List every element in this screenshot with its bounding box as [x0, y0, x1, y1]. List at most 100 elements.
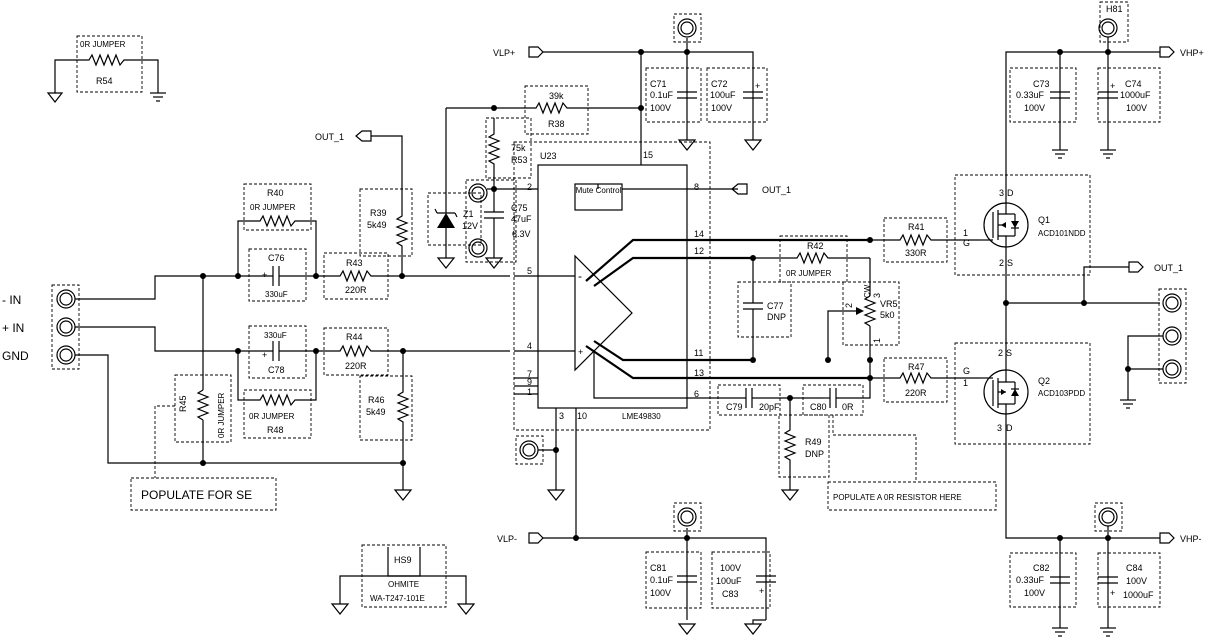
opamp-triangle — [574, 254, 633, 372]
r53-ref: R53 — [511, 155, 528, 165]
c83-ref: C83 — [722, 589, 739, 599]
c82-voltage: 100V — [1024, 588, 1045, 598]
pin-3: 3 — [559, 411, 564, 421]
r54-value: 0R JUMPER — [80, 40, 126, 49]
r40-jumper: R40 0R JUMPER — [237, 183, 317, 276]
vr5-pin-1: 1 — [872, 338, 882, 343]
pin-7: 7 — [527, 369, 532, 379]
c74-value: 1000uF — [1120, 90, 1151, 100]
out1-net-b: OUT_1 — [762, 185, 791, 195]
c71-capacitor: C71 0.1uF 100V — [645, 67, 702, 151]
hs9-make: OHMITE — [388, 580, 419, 589]
c81-voltage: 100V — [650, 588, 671, 598]
q1-pin-s: 2 — [999, 258, 1004, 268]
hs9-heatsink: HS9 OHMITE WA-T247-101E — [330, 544, 476, 615]
q2-d: D — [1006, 423, 1013, 433]
q2-s: S — [1006, 348, 1012, 358]
r54-jumper: 0R JUMPER R54 — [46, 35, 166, 103]
r47-resistor: R47 220R — [870, 357, 980, 403]
opamp-minus: - — [578, 269, 582, 283]
c83-capacitor: + 100V 100uF C83 — [711, 551, 776, 609]
out1-net-a: OUT_1 — [315, 132, 344, 142]
u23-part: LME49830 — [622, 412, 661, 421]
c77-value: DNP — [767, 312, 786, 322]
input-wiring — [75, 273, 413, 501]
vhp-minus-label: VHP- — [1180, 534, 1202, 544]
c73-ref: C73 — [1033, 79, 1050, 89]
r48-jumper: 0R JUMPER R48 — [237, 351, 317, 439]
c80-ref: C80 — [810, 402, 827, 412]
mute-control-label: Mute Control — [575, 186, 622, 195]
q2-pin-g: 1 — [963, 378, 968, 388]
c74-ref: C74 — [1125, 79, 1142, 89]
c72-voltage: 100V — [711, 103, 732, 113]
r42-jumper: R42 0R JUMPER — [753, 235, 870, 283]
populate-se-note: POPULATE FOR SE — [130, 405, 277, 511]
r54-ref: R54 — [96, 76, 113, 86]
r49-value: DNP — [805, 449, 824, 459]
vr5-cw: CW — [863, 284, 872, 298]
h81-ref: H81 — [1106, 4, 1123, 14]
c80-value: 0R — [842, 402, 854, 412]
vlp-minus-rail: VLP- — [497, 502, 767, 635]
c77-ref: C77 — [767, 301, 784, 311]
vhp-plus-label: VHP+ — [1180, 48, 1204, 58]
out1-net-c: OUT_1 — [1154, 263, 1183, 273]
c74-capacitor: + C74 1000uF 100V — [1097, 67, 1161, 123]
hs9-part: WA-T247-101E — [370, 594, 425, 603]
c81-capacitor: C81 0.1uF 100V — [645, 551, 702, 609]
pin-2: 2 — [527, 182, 532, 192]
c76-value: 330uF — [265, 290, 288, 299]
q1-ref: Q1 — [1038, 215, 1050, 225]
pin-4: 4 — [527, 341, 532, 351]
c84-voltage: 100V — [1126, 576, 1147, 586]
vr5-potentiometer: VR5 5k0 2 1 3 CW — [827, 258, 900, 378]
r38-resistor: 39k R38 — [446, 85, 641, 135]
r41-ref: R41 — [908, 222, 925, 232]
r39-resistor: R39 5k49 OUT_1 — [315, 130, 413, 276]
r39-ref: R39 — [370, 208, 387, 218]
vlp-plus-rail: VLP+ — [493, 13, 754, 165]
c72-value: 100uF — [710, 90, 736, 100]
pin-13: 13 — [694, 368, 704, 378]
c84-capacitor: + C84 100V 1000uF — [1097, 552, 1161, 608]
c79-capacitor: C79 20pF — [717, 384, 823, 416]
vr5-pin-3: 3 — [872, 293, 882, 298]
r46-resistor: R46 5k49 — [359, 351, 413, 463]
output-node: OUT_1 — [1003, 261, 1187, 409]
q1-g: G — [963, 238, 970, 248]
c82-ref: C82 — [1033, 563, 1050, 573]
vr5-pin-2: 2 — [844, 303, 854, 308]
pin-8: 8 — [694, 182, 699, 192]
c84-ref: C84 — [1126, 563, 1143, 573]
populate-se-text: POPULATE FOR SE — [141, 488, 252, 502]
q2-g: G — [963, 366, 970, 376]
c71-value: 0.1uF — [650, 90, 674, 100]
q1-s: S — [1007, 258, 1013, 268]
r45-value: 0R JUMPER — [217, 392, 226, 438]
r46-ref: R46 — [368, 395, 385, 405]
c71-voltage: 100V — [650, 103, 671, 113]
minus-in-label: - IN — [2, 293, 21, 307]
q2-pin-d: 3 — [997, 423, 1002, 433]
r40-value: 0R JUMPER — [250, 203, 296, 212]
r46-value: 5k49 — [366, 407, 386, 417]
r53-value: 75k — [511, 143, 526, 153]
q1-mosfet: 1 G 3 D 2 S Q1 ACD101NDD — [954, 174, 1091, 276]
populate-or-note: POPULATE A 0R RESISTOR HERE — [827, 415, 997, 511]
r53-resistor: 75k R53 — [485, 117, 532, 189]
r48-ref: R48 — [267, 425, 284, 435]
pin-6: 6 — [694, 389, 699, 399]
c82-capacitor: C82 0.33uF 100V — [1009, 552, 1077, 608]
c74-plus: + — [1110, 81, 1115, 91]
r44-resistor: R44 220R — [323, 327, 510, 376]
c73-capacitor: C73 0.33uF 100V — [1009, 67, 1077, 123]
r38-value: 39k — [549, 91, 564, 101]
c76-plus: + — [262, 270, 267, 280]
r47-value: 220R — [905, 388, 927, 398]
r43-value: 220R — [345, 285, 367, 295]
populate-or-text: POPULATE A 0R RESISTOR HERE — [833, 493, 962, 502]
c83-plus: + — [759, 586, 764, 596]
hs9-ref: HS9 — [394, 555, 412, 565]
